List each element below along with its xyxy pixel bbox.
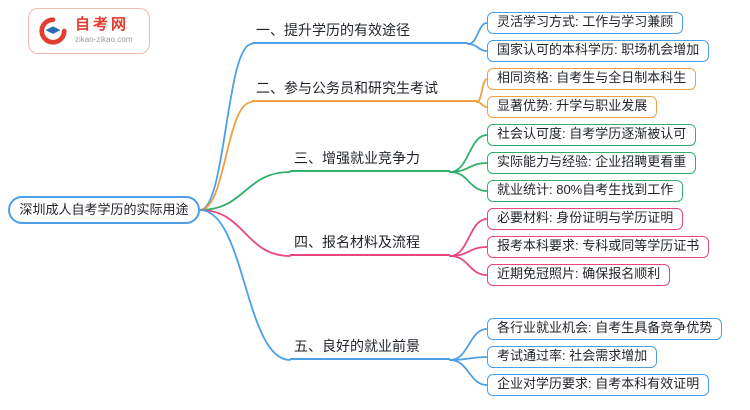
leaf-node: 各行业就业机会: 自考生具备竞争优势 bbox=[487, 318, 723, 340]
leaf-node: 就业统计: 80%自考生找到工作 bbox=[487, 180, 684, 202]
branch-node-1: 一、提升学历的有效途径 bbox=[252, 20, 468, 44]
connector-leaf bbox=[476, 101, 488, 108]
leaf-node: 社会认可度: 自考学历逐渐被认可 bbox=[487, 124, 697, 146]
branch-node-3: 三、增强就业竞争力 bbox=[290, 148, 450, 172]
connector-root-branch5 bbox=[199, 209, 291, 361]
connector-leaf bbox=[476, 78, 488, 103]
branch-node-2: 二、参与公务员和研究生考试 bbox=[252, 78, 477, 102]
leaf-node: 实际能力与经验: 企业招聘更看重 bbox=[487, 152, 697, 174]
leaf-node: 国家认可的本科学历: 职场机会增加 bbox=[487, 40, 710, 62]
branch-node-4: 四、报名材料及流程 bbox=[290, 232, 450, 256]
connector-root-branch3 bbox=[199, 171, 291, 211]
site-name: 自考网 bbox=[75, 16, 130, 34]
logo-text: 自考网 zikao-zikao.com bbox=[75, 17, 132, 44]
leaf-node: 企业对学历要求: 自考本科有效证明 bbox=[487, 374, 710, 396]
leaf-node: 必要材料: 身份证明与学历证明 bbox=[487, 208, 684, 230]
zikao-logo-icon bbox=[39, 17, 67, 45]
leaf-node: 考试通过率: 社会需求增加 bbox=[487, 346, 658, 368]
connector-root-branch2 bbox=[199, 101, 253, 211]
site-url: zikao-zikao.com bbox=[75, 34, 133, 44]
connector-leaf bbox=[449, 218, 488, 257]
site-logo-link[interactable]: 自考网 zikao-zikao.com bbox=[28, 8, 150, 54]
branch-node-5: 五、良好的就业前景 bbox=[290, 336, 450, 360]
leaf-node: 相同资格: 自考生与全日制本科生 bbox=[487, 68, 697, 90]
leaf-node: 灵活学习方式: 工作与学习兼顾 bbox=[487, 12, 684, 34]
connector-leaf bbox=[467, 43, 488, 52]
connector-leaf bbox=[449, 255, 488, 276]
connector-leaf bbox=[449, 359, 488, 386]
connector-root-branch4 bbox=[199, 209, 291, 257]
leaf-node: 近期免冠照片: 确保报名顺利 bbox=[487, 264, 671, 286]
connector-leaf bbox=[449, 328, 488, 361]
leaf-node: 报考本科要求: 专科或同等学历证书 bbox=[487, 236, 710, 258]
connector-root-branch1 bbox=[199, 43, 253, 211]
connector-leaf bbox=[467, 22, 488, 45]
connector-leaf bbox=[449, 134, 488, 173]
leaf-node: 显著优势: 升学与职业发展 bbox=[487, 96, 658, 118]
mindmap-root-node: 深圳成人自考学历的实际用途 bbox=[8, 196, 200, 224]
connector-leaf bbox=[449, 171, 488, 192]
